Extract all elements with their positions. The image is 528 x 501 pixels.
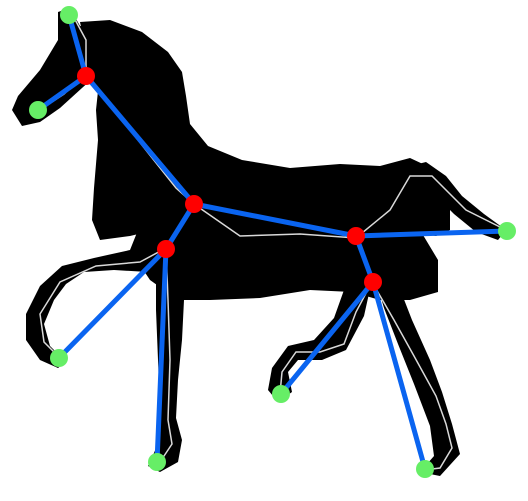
skeleton-endpoints xyxy=(29,6,516,478)
bone-back-to-tail-tip xyxy=(353,228,510,239)
endpoint-ear xyxy=(60,6,78,24)
bone-muzzle-to-neck xyxy=(35,73,89,113)
bone-hip-to-hind-hoof-left xyxy=(278,279,376,397)
bone-neck-to-withers xyxy=(83,73,197,207)
joint-neck xyxy=(77,67,95,85)
endpoint-muzzle xyxy=(29,101,47,119)
endpoint-front-hoof-left xyxy=(50,349,68,367)
skeleton-joints xyxy=(77,67,382,291)
joint-withers xyxy=(185,195,203,213)
joint-back xyxy=(347,227,365,245)
bone-front-hip-to-front-hoof-right xyxy=(154,246,169,465)
endpoint-hind-hoof-right xyxy=(416,460,434,478)
bone-front-hip-to-front-hoof-left xyxy=(56,246,169,361)
joint-hip xyxy=(364,273,382,291)
bone-hip-to-hind-hoof-right xyxy=(370,279,428,472)
bone-withers-to-back xyxy=(191,201,359,239)
skeleton-bones xyxy=(35,12,510,472)
endpoint-front-hoof-right xyxy=(148,453,166,471)
joint-front-hip xyxy=(157,240,175,258)
bone-ear-to-neck xyxy=(66,12,89,79)
endpoint-tail-tip xyxy=(498,222,516,240)
endpoint-hind-hoof-left xyxy=(272,385,290,403)
